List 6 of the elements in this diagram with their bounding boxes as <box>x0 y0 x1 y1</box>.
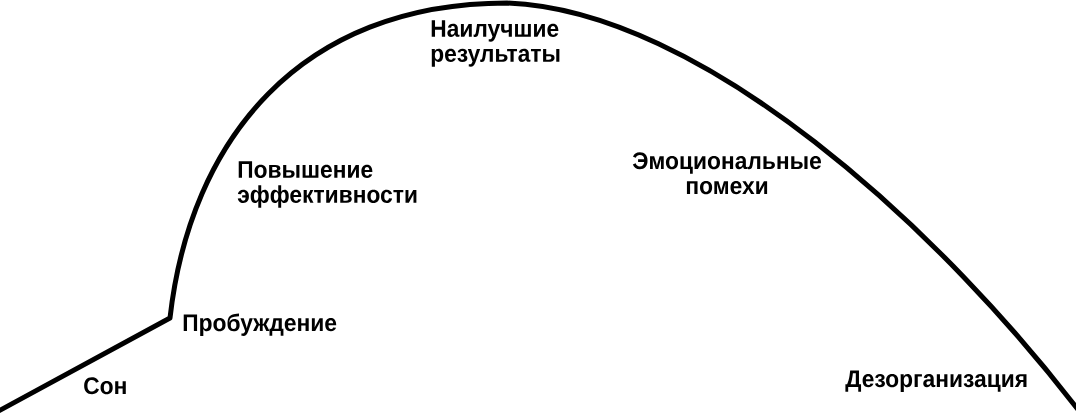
curve-label: Наилучшие результаты <box>431 20 560 67</box>
curve-label: Пробуждение <box>183 313 337 336</box>
curve-label: Эмоциональные помехи <box>632 152 821 195</box>
curve-label: Повышение эффективности <box>237 161 417 208</box>
curve-label: Сон <box>84 377 126 395</box>
curve-label: Дезорганизация <box>845 370 1027 392</box>
